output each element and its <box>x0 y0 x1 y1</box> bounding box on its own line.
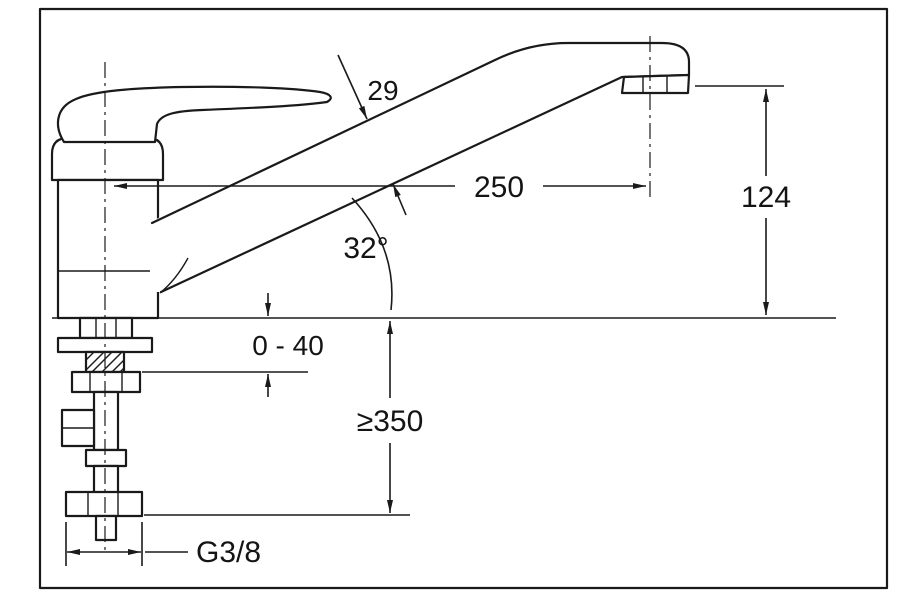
thread-size-value: G3/8 <box>196 536 261 569</box>
tube-diameter-value: 29 <box>367 75 398 106</box>
spout-base-fillet <box>159 257 189 294</box>
supply-tube <box>92 390 120 452</box>
hose-connection-nut <box>64 490 144 518</box>
coupler <box>84 448 128 468</box>
outlet-height-value: 124 <box>741 181 791 214</box>
spout-reach-value: 250 <box>474 171 524 204</box>
centerlines <box>104 36 651 552</box>
drawing-border <box>38 7 889 590</box>
angle-arc <box>351 197 393 311</box>
mounting-nut <box>70 370 142 394</box>
dim-spout-angle: 32° <box>343 197 393 311</box>
hose-stub <box>94 514 118 542</box>
faucet-handle <box>56 85 332 144</box>
dim-spout-tube-diameter: 29 <box>337 54 407 216</box>
shank-top <box>78 316 134 340</box>
clearance-below-value: ≥350 <box>357 405 424 438</box>
aerator <box>620 73 691 95</box>
dim-clearance-below: ≥350 <box>144 321 424 516</box>
supply-tube-lower <box>92 464 120 496</box>
spout-angle-value: 32° <box>343 232 388 265</box>
deck-thickness-value: 0 - 40 <box>252 330 324 361</box>
faucet-outline <box>50 41 836 542</box>
dimensions: 29 250 32° 124 0 - 40 ≥350 <box>65 54 791 569</box>
faucet-body <box>56 178 160 320</box>
dim-spout-reach: 250 <box>114 171 646 204</box>
dim-thread-size: G3/8 <box>65 522 261 569</box>
dim-outlet-height: 124 <box>695 85 791 315</box>
thread-hatching <box>85 351 125 373</box>
dim-deck-thickness: 0 - 40 <box>142 293 324 397</box>
faucet-dome <box>50 136 165 182</box>
spout-mask <box>150 43 689 292</box>
spout-top-edge <box>150 41 691 225</box>
